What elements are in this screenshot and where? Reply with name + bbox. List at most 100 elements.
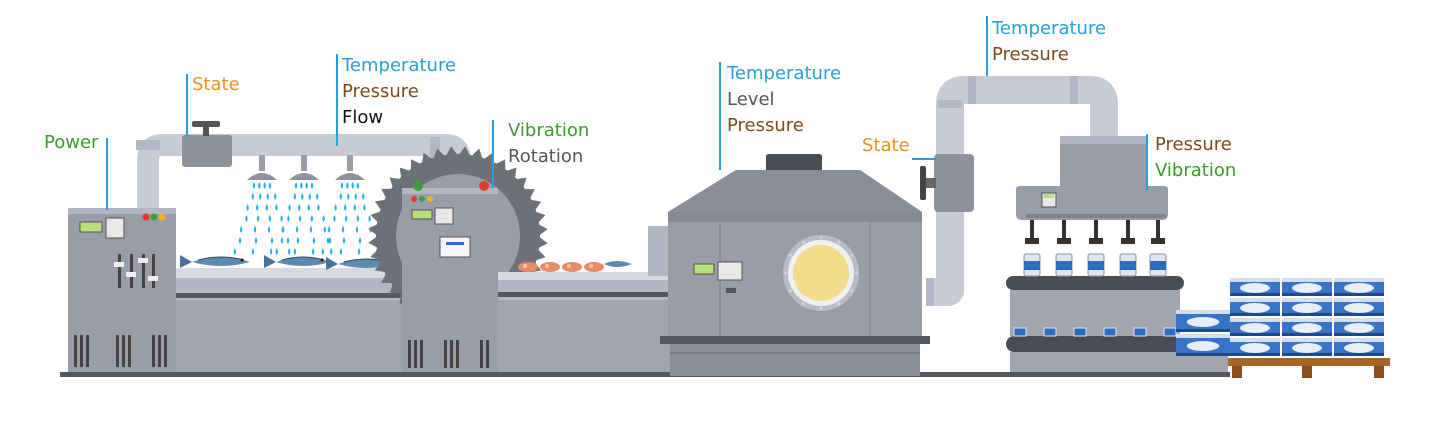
can-label	[1024, 261, 1040, 270]
nozzle-head	[1057, 238, 1071, 244]
water-drop	[251, 193, 254, 200]
saw-tooth	[482, 152, 495, 165]
sensor-label-power: Power	[44, 132, 99, 153]
water-drop	[265, 204, 268, 211]
can	[1133, 327, 1147, 337]
water-drop	[280, 237, 284, 244]
water-drop	[282, 226, 285, 233]
pipe-valve-handle	[920, 166, 926, 200]
nozzle-head	[1025, 238, 1039, 244]
water-drop	[267, 226, 271, 233]
water-drop	[251, 248, 255, 255]
saw-tooth	[470, 148, 483, 160]
water-drop	[356, 215, 360, 222]
saw-tooth	[505, 167, 517, 180]
saw-tooth	[458, 146, 471, 158]
cooker-pipe	[920, 76, 1118, 306]
can-label	[1150, 261, 1166, 270]
water-drop	[256, 204, 259, 211]
can-case	[1230, 278, 1280, 296]
water-drop	[293, 193, 296, 200]
can-case	[1334, 338, 1384, 356]
pallet-of-cans	[1176, 278, 1390, 378]
water-drop	[355, 226, 359, 233]
water-drop	[268, 215, 272, 222]
water-drop	[312, 237, 316, 244]
water-drop	[288, 248, 291, 255]
can	[1013, 327, 1027, 337]
water-drop	[258, 182, 261, 189]
can-case	[1334, 298, 1384, 316]
water-drop	[287, 215, 290, 222]
pipe-valve-body	[934, 154, 974, 212]
power-leader	[106, 138, 108, 210]
cooker-tank	[648, 154, 930, 376]
saw-tooth	[374, 199, 387, 212]
water-drop	[259, 193, 262, 200]
fish-piece-cut	[523, 264, 527, 268]
can-case	[1230, 338, 1280, 356]
water-drop	[270, 237, 274, 244]
valve-handle	[192, 121, 220, 127]
water-drop	[326, 237, 330, 244]
state-left-leader	[186, 74, 188, 136]
water-drop	[339, 193, 342, 200]
bolt	[819, 235, 823, 240]
water-drop	[307, 204, 310, 211]
water-drop	[296, 237, 300, 244]
water-drop	[298, 215, 302, 222]
saw-tooth	[368, 235, 379, 249]
water-drop	[295, 226, 299, 233]
water-drop	[362, 193, 365, 200]
fish	[180, 255, 250, 268]
water-drop	[358, 237, 362, 244]
can-case	[1176, 310, 1230, 332]
water-drop	[233, 248, 236, 255]
water-drop	[308, 193, 311, 200]
water-drop	[293, 248, 297, 255]
water-drop	[342, 237, 346, 244]
saw-tooth	[534, 211, 546, 224]
sensor-label-pressure: Pressure	[1155, 134, 1232, 155]
water-drop	[246, 204, 249, 211]
can-case	[1282, 298, 1332, 316]
bolt	[837, 302, 841, 306]
saw-tooth	[389, 282, 402, 295]
saw-tooth	[389, 177, 402, 189]
water-drop	[346, 182, 349, 189]
fish-piece-cut	[567, 264, 571, 268]
can-label	[1120, 261, 1136, 270]
sensor-label-vibration: Vibration	[508, 120, 590, 141]
bolt	[783, 271, 788, 275]
nozzle-head	[1121, 238, 1135, 244]
water-drop	[356, 182, 360, 189]
filler-leader	[1146, 134, 1148, 190]
water-drop	[330, 248, 333, 255]
water-drop	[328, 237, 332, 244]
water-drop	[347, 193, 350, 200]
can	[1103, 327, 1117, 337]
water-drop	[309, 226, 313, 233]
nozzle-stem	[1062, 220, 1066, 240]
state-label-right: State	[862, 133, 910, 159]
water-drop	[351, 182, 354, 189]
saw-tooth	[370, 248, 382, 261]
sensor-label-state: State	[192, 74, 240, 95]
fish-head	[604, 261, 632, 267]
fish-piece	[518, 262, 538, 272]
fish-piece	[584, 262, 604, 272]
nozzle-stem	[1030, 220, 1034, 240]
saw-tooth	[536, 236, 548, 249]
whole-fish	[180, 255, 394, 270]
sensor-label-temperature: Temperature	[992, 18, 1107, 39]
saw-tooth	[374, 260, 387, 273]
valve-body	[182, 135, 232, 167]
fish	[264, 255, 330, 268]
pipe-top-leader	[986, 16, 988, 76]
sensor-label-vibration: Vibration	[1155, 160, 1237, 181]
water-drop	[254, 237, 258, 244]
water-drop	[334, 204, 337, 211]
sensor-label-pressure: Pressure	[342, 81, 419, 102]
nozzle-stem	[1126, 220, 1130, 240]
